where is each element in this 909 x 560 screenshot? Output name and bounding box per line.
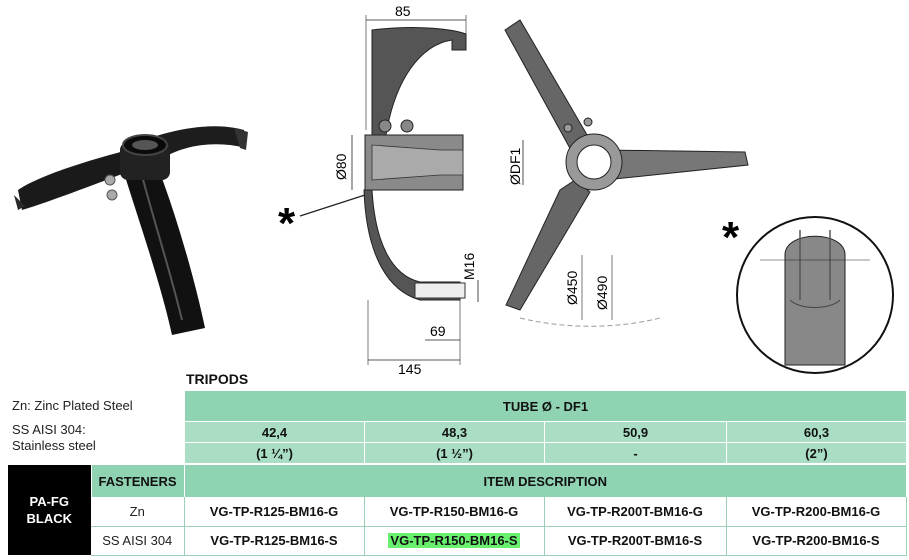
dim-80: Ø80 (333, 153, 349, 180)
item-code: VG-TP-R125-BM16-S (184, 526, 365, 556)
item-code-highlighted: VG-TP-R150-BM16-S (364, 526, 545, 556)
imperial-cell: (2”) (726, 442, 907, 464)
fastener-zn: Zn (91, 497, 185, 527)
item-code: VG-TP-R125-BM16-G (184, 497, 365, 527)
dim-450: Ø450 (564, 271, 580, 305)
detail-asterisk: * (722, 213, 740, 262)
tripod-photo (14, 126, 248, 335)
dim-145: 145 (398, 361, 422, 375)
legend-zn: Zn: Zinc Plated Steel (12, 398, 133, 413)
table-title: TRIPODS (186, 371, 249, 387)
imperial-cell: (1 ½”) (364, 442, 545, 464)
tube-diameter-header: TUBE Ø - DF1 (184, 390, 907, 422)
legend-ss-line1: SS AISI 304: (12, 422, 86, 437)
dim-490: Ø490 (594, 276, 610, 310)
material-label-line1: PA-FG (29, 494, 69, 509)
item-code: VG-TP-R200T-BM16-G (544, 497, 727, 527)
item-code: VG-TP-R150-BM16-G (364, 497, 545, 527)
item-code: VG-TP-R200T-BM16-S (544, 526, 727, 556)
dim-69: 69 (430, 323, 446, 339)
imperial-cell: (1 ¼”) (184, 442, 365, 464)
imperial-cell: - (544, 442, 727, 464)
item-description-table: PA-FG BLACK FASTENERS ITEM DESCRIPTION Z… (8, 465, 907, 556)
asterisk-marker: * (278, 199, 296, 248)
technical-drawings: 85 Ø80 M16 69 145 * ØDF1 Ø450 Ø490 * (14, 3, 894, 375)
item-description-header: ITEM DESCRIPTION (183, 465, 906, 497)
item-code: VG-TP-R200-BM16-S (726, 526, 907, 556)
material-label: PA-FG BLACK (8, 465, 91, 555)
dim-85: 85 (395, 3, 411, 19)
side-view-drawing: 85 Ø80 M16 69 145 * (278, 3, 479, 375)
metric-cell: 42,4 (184, 421, 365, 443)
material-label-line2: BLACK (26, 511, 73, 526)
item-code: VG-TP-R200-BM16-G (726, 497, 907, 527)
highlight-mark: VG-TP-R150-BM16-S (388, 533, 520, 548)
fasteners-header: FASTENERS (90, 465, 184, 497)
detail-view: * (722, 213, 894, 374)
legend-ss-line2: Stainless steel (12, 438, 96, 453)
dim-m16: M16 (461, 253, 477, 280)
fastener-ss: SS AISI 304 (91, 526, 185, 556)
dim-df1: ØDF1 (507, 147, 523, 185)
metric-cell: 48,3 (364, 421, 545, 443)
metric-cell: 60,3 (726, 421, 907, 443)
metric-cell: 50,9 (544, 421, 727, 443)
tube-diameter-table: TUBE Ø - DF1 42,4 48,3 50,9 60,3 (1 ¼”) … (184, 390, 907, 464)
top-view-drawing: ØDF1 Ø450 Ø490 (504, 19, 749, 327)
